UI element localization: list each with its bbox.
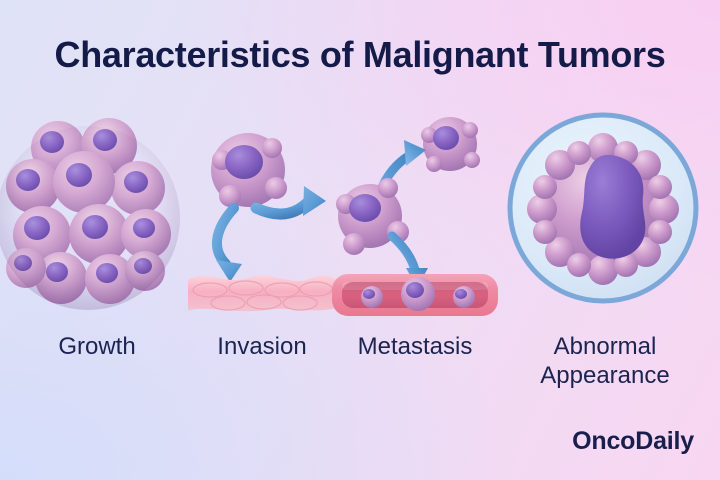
metastasis-illustration xyxy=(332,117,498,316)
label-abnormal-line1: Abnormal xyxy=(553,333,657,360)
abnormal-appearance-illustration xyxy=(507,112,699,304)
primary-tumor-cell xyxy=(336,178,409,255)
panel-metastasis xyxy=(330,108,500,318)
detached-tumor-cell xyxy=(421,117,480,172)
irregular-nucleus xyxy=(580,155,646,259)
circulating-tumor-cell xyxy=(401,277,435,311)
brand-watermark: OncoDaily xyxy=(572,427,694,455)
label-metastasis: Metastasis xyxy=(357,333,473,360)
cell-cluster-group xyxy=(0,118,180,310)
blood-vessel xyxy=(332,274,498,316)
label-abnormal-line2: Appearance xyxy=(540,362,670,389)
tissue-layer xyxy=(188,275,336,312)
label-invasion: Invasion xyxy=(217,333,307,360)
panel-abnormal xyxy=(500,108,710,318)
tumor-cell-invading xyxy=(211,133,287,207)
invasion-arrow-right xyxy=(250,186,326,220)
panel-invasion xyxy=(186,108,338,318)
page-title: Characteristics of Malignant Tumors xyxy=(54,34,666,75)
panel-growth xyxy=(0,108,188,318)
invasion-illustration xyxy=(188,133,336,312)
circulating-tumor-cell xyxy=(453,286,475,308)
circulating-tumor-cell xyxy=(361,286,383,308)
invasion-arrow-down xyxy=(212,203,242,282)
tumor-cell-cluster-illustration xyxy=(0,118,180,310)
label-abnormal: Abnormal Appearance xyxy=(500,332,710,390)
abnormal-tumor-cell xyxy=(527,133,679,285)
label-growth: Growth xyxy=(58,333,136,360)
